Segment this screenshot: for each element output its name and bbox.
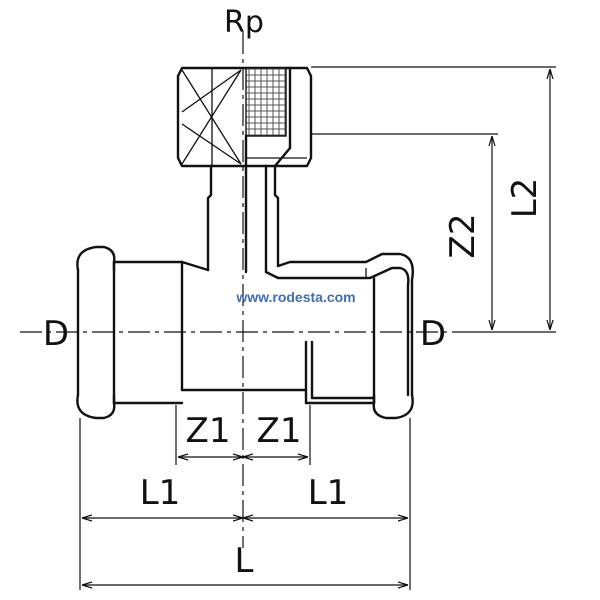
watermark-text: www.rodesta.com	[235, 289, 355, 305]
label-l1-left: L1	[140, 473, 181, 513]
label-l2: L2	[505, 178, 545, 219]
label-d-right: D	[420, 314, 446, 354]
extension-lines	[79, 66, 556, 590]
tee-body	[76, 245, 414, 420]
label-d-left: D	[43, 314, 69, 354]
label-z2: Z2	[443, 214, 483, 259]
branch-neck	[206, 164, 280, 274]
label-z1-left: Z1	[186, 411, 231, 451]
thread-section	[245, 67, 287, 137]
threaded-socket	[176, 66, 313, 168]
label-l1-right: L1	[308, 473, 349, 513]
center-lines	[20, 32, 470, 548]
dimension-lines	[82, 69, 550, 585]
label-rp: Rp	[224, 5, 264, 40]
label-l: L	[235, 541, 254, 581]
label-z1-right: Z1	[257, 411, 302, 451]
